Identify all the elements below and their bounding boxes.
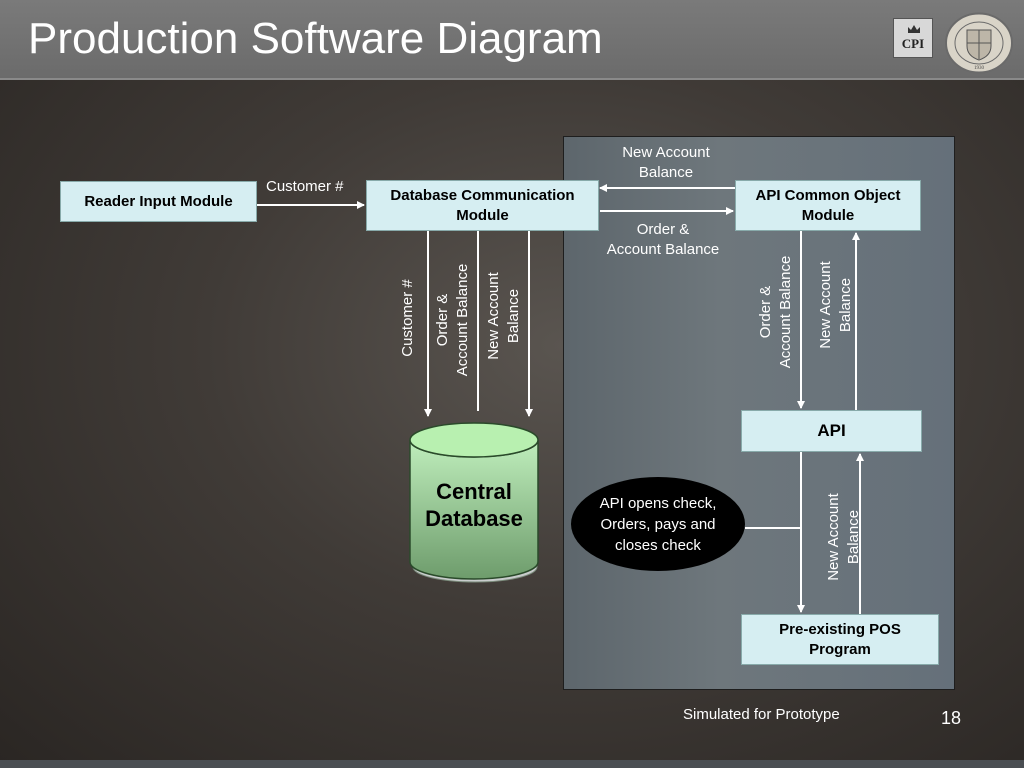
page-title: Production Software Diagram bbox=[28, 14, 603, 63]
api-check-process-ellipse: API opens check, Orders, pays and closes… bbox=[571, 477, 745, 571]
label-new-account-balance-db: New Account Balance bbox=[485, 272, 522, 360]
pos-program-box: Pre-existing POS Program bbox=[741, 614, 939, 665]
bottom-strip bbox=[0, 760, 1024, 768]
label-customer-horizontal: Customer # bbox=[266, 178, 344, 195]
reader-input-module-box: Reader Input Module bbox=[60, 181, 257, 222]
label-order-account-balance-api: Order & Account Balance bbox=[757, 255, 794, 369]
crown-icon bbox=[908, 25, 920, 33]
page-number: 18 bbox=[941, 708, 962, 728]
api-common-object-module-box: API Common Object Module bbox=[735, 180, 921, 231]
label-order-account-balance-horizontal: Order & Account Balance bbox=[606, 221, 720, 258]
database-communication-module-box: Database Communication Module bbox=[366, 180, 599, 231]
seal-year: 1930 bbox=[974, 66, 985, 71]
label-new-account-balance-api: New Account Balance bbox=[817, 261, 854, 349]
label-new-account-balance-top: New Account Balance bbox=[622, 144, 710, 181]
university-seal-icon: 1930 bbox=[945, 12, 1013, 74]
central-database-cylinder bbox=[409, 422, 539, 583]
title-bar: Production Software Diagram CPI 1930 bbox=[0, 0, 1024, 80]
api-box: API bbox=[741, 410, 922, 452]
label-order-account-balance-db: Order & Account Balance bbox=[434, 263, 471, 377]
central-database-label: Central Database bbox=[425, 479, 523, 531]
cpi-logo-text: CPI bbox=[901, 36, 925, 51]
cpi-logo: CPI bbox=[893, 18, 933, 58]
label-new-account-balance-pos: New Account Balance bbox=[825, 493, 862, 581]
label-customer-vertical: Customer # bbox=[399, 279, 416, 357]
footer-note: Simulated for Prototype bbox=[683, 706, 840, 723]
